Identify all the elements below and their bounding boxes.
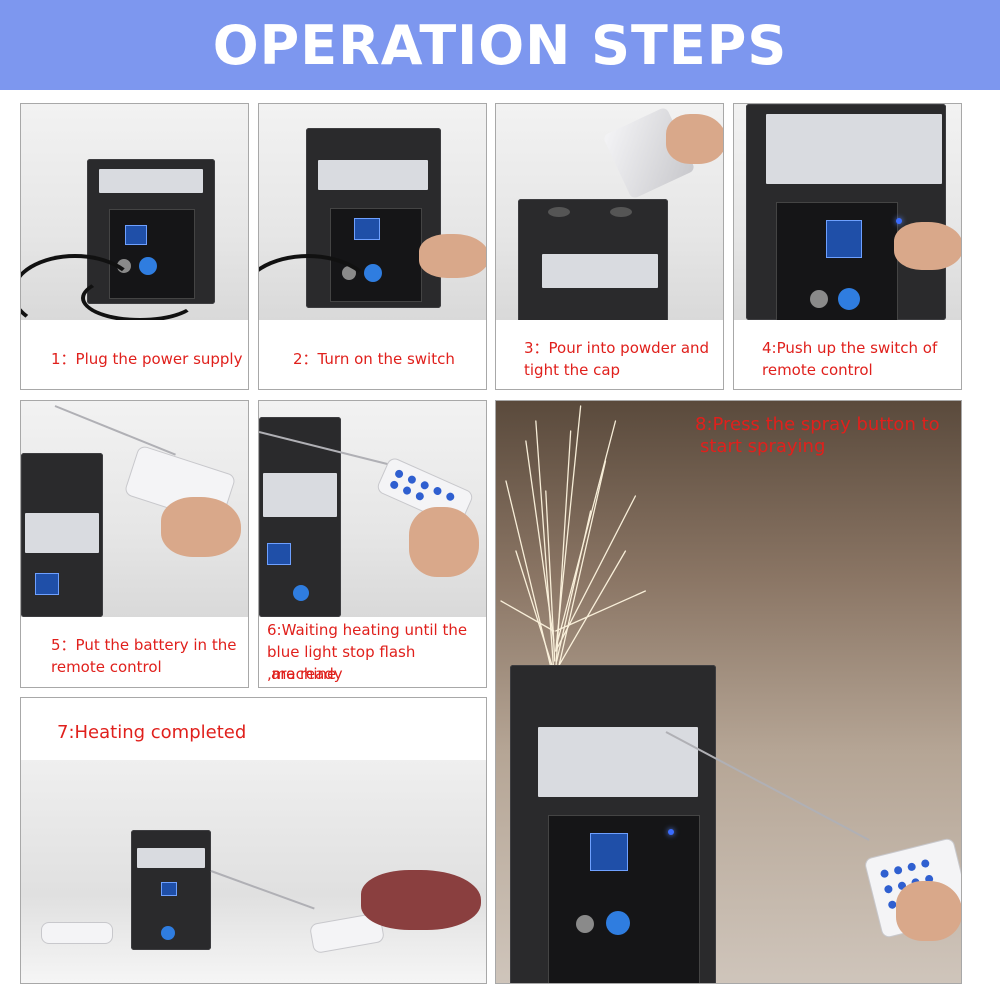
step-8-photo [496, 401, 961, 983]
power-cable [21, 254, 139, 320]
page-title: OPERATION STEPS [212, 13, 788, 77]
step-6-photo [259, 401, 486, 617]
step-4-caption-line1: 4:Push up the switch of [762, 339, 938, 357]
machine-image [259, 417, 341, 617]
step-5-photo [21, 401, 248, 617]
step-3-photo [496, 104, 723, 320]
machine-image [21, 453, 103, 617]
step-3-panel: 3：Pour into powder and tight the cap [495, 103, 724, 390]
header-banner: OPERATION STEPS [0, 0, 1000, 90]
step-1-panel: 1：Plug the power supply [20, 103, 249, 390]
machine-image [746, 104, 946, 320]
step-2-caption: 2：Turn on the switch [293, 350, 455, 368]
hand-image [361, 870, 481, 930]
power-strip-image [41, 922, 113, 944]
hand-image [409, 507, 479, 577]
step-7-panel: 7:Heating completed [20, 697, 487, 984]
step-8-panel: 8:Press the spray button to start sprayi… [495, 400, 962, 984]
step-7-caption: 7:Heating completed [57, 722, 247, 743]
hand-image [894, 222, 961, 270]
hand-image [666, 114, 723, 164]
step-8-caption-line1: 8:Press the spray button to [695, 414, 940, 435]
hand-image [896, 881, 961, 941]
step-2-panel: 2：Turn on the switch [258, 103, 487, 390]
power-cable [259, 254, 377, 320]
step-6-panel: 6:Waiting heating until the blue light s… [258, 400, 487, 688]
step-5-caption-line2: remote control [51, 658, 162, 676]
step-1-photo [21, 104, 248, 320]
remote-antenna [210, 870, 315, 910]
machine-image [510, 665, 716, 983]
hand-image [419, 234, 486, 278]
step-4-photo [734, 104, 961, 320]
step-8-caption-line2: start spraying [700, 436, 826, 457]
step-5-panel: 5：Put the battery in the remote control [20, 400, 249, 688]
step-7-photo [21, 760, 486, 983]
step-4-caption-line2: remote control [762, 361, 873, 379]
step-3-caption-line1: 3：Pour into powder and [524, 339, 710, 357]
step-4-panel: 4:Push up the switch of remote control [733, 103, 962, 390]
step-5-caption-line1: 5：Put the battery in the [51, 636, 237, 654]
step-1-caption: 1：Plug the power supply [51, 350, 243, 368]
machine-image [131, 830, 211, 950]
step-3-caption-line2: tight the cap [524, 361, 621, 379]
step-6-caption-line2: blue light stop flash ,machine [267, 643, 416, 683]
remote-antenna [54, 405, 176, 456]
machine-image [306, 128, 441, 308]
machine-image [518, 199, 668, 320]
step-2-photo [259, 104, 486, 320]
step-6-caption-line1: 6:Waiting heating until the [267, 621, 468, 639]
step-6-caption-line3: are ready [271, 665, 343, 683]
hand-image [161, 497, 241, 557]
